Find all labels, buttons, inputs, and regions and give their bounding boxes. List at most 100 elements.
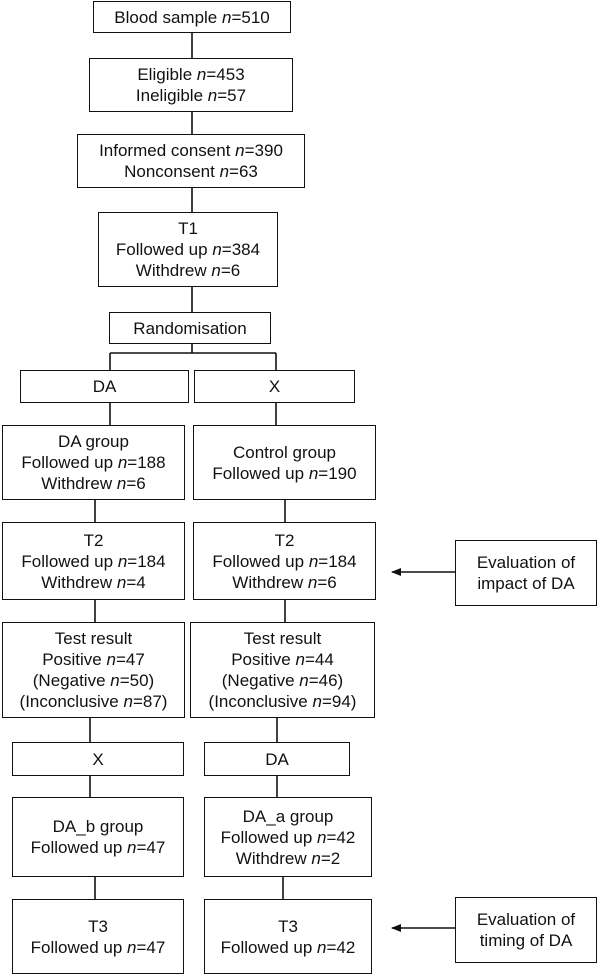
n-symbol: n <box>116 474 127 493</box>
box-line: Randomisation <box>133 318 246 339</box>
box-text: =47 <box>136 838 166 857</box>
box-line: DA <box>265 749 289 770</box>
da-after-test-box: DA <box>204 742 350 776</box>
box-line: timing of DA <box>480 930 573 951</box>
box-text: =46) <box>308 671 344 690</box>
box-text: =6 <box>126 474 146 493</box>
box-text: DA <box>92 377 117 396</box>
box-text: =57 <box>217 86 247 105</box>
box-line: DA group <box>58 431 129 452</box>
box-text: Test result <box>243 629 322 648</box>
randomisation-box: Randomisation <box>109 312 271 344</box>
box-line: impact of DA <box>477 573 574 594</box>
box-line: Blood sample n=510 <box>114 7 270 28</box>
n-symbol: n <box>127 838 137 857</box>
box-line: DA_a group <box>243 806 334 827</box>
box-line: Followed up n=47 <box>31 937 166 958</box>
box-text: =188 <box>127 453 166 472</box>
n-symbol: n <box>110 671 120 690</box>
box-text: (Inconclusive <box>19 692 124 711</box>
box-text: Informed consent <box>99 141 236 160</box>
box-line: Followed up n=384 <box>116 239 260 260</box>
n-symbol: n <box>106 650 116 669</box>
box-line: Evaluation of <box>477 552 575 573</box>
box-text: impact of DA <box>477 574 575 593</box>
box-text: Positive <box>231 650 296 669</box>
box-text: =2 <box>320 848 341 868</box>
box-text: T2 <box>83 530 104 550</box>
box-text: =184 <box>318 551 357 571</box>
box-text: timing of DA <box>479 931 573 950</box>
box-text: =42 <box>326 937 356 957</box>
box-text: =6 <box>317 572 337 592</box>
box-text: Followed up <box>30 838 128 857</box>
box-text: Followed up <box>220 827 318 847</box>
box-text: Withdrew <box>232 572 308 592</box>
box-line: Followed up n=190 <box>212 463 356 484</box>
n-symbol: n <box>212 240 222 259</box>
box-text: =44 <box>304 650 334 669</box>
box-text: Control group <box>232 442 336 462</box>
box-text: T2 <box>274 530 295 550</box>
box-text: =63 <box>229 162 258 181</box>
n-symbol: n <box>308 463 319 483</box>
n-symbol: n <box>312 692 322 711</box>
box-text: T3 <box>88 916 108 936</box>
n-symbol: n <box>123 692 133 711</box>
box-line: (Inconclusive n=94) <box>209 691 357 712</box>
box-text: =6 <box>220 261 241 280</box>
n-symbol: n <box>235 141 245 160</box>
n-symbol: n <box>307 572 318 592</box>
box-text: Ineligible <box>135 86 208 105</box>
box-text: Followed up <box>21 551 118 571</box>
box-text: =94) <box>321 692 357 711</box>
box-text: Nonconsent <box>124 162 220 181</box>
box-line: Test result <box>244 628 321 649</box>
box-text: (Negative <box>32 671 111 690</box>
box-line: (Inconclusive n=87) <box>20 691 168 712</box>
box-text: Followed up <box>115 240 213 259</box>
box-line: Followed up n=42 <box>221 827 356 848</box>
box-text: =453 <box>206 65 245 84</box>
box-line: (Negative n=50) <box>33 670 154 691</box>
box-line: Followed up n=47 <box>31 837 166 858</box>
box-text: =510 <box>231 7 270 27</box>
box-text: (Inconclusive <box>208 692 313 711</box>
box-line: Evaluation of <box>477 909 575 930</box>
box-text: =47 <box>136 937 166 957</box>
box-text: DA_b group <box>52 817 144 836</box>
box-line: Followed up n=188 <box>21 452 165 473</box>
box-line: Positive n=44 <box>231 649 334 670</box>
n-symbol: n <box>311 848 321 868</box>
box-text: Eligible <box>137 65 197 84</box>
x-after-test-box: X <box>12 742 184 776</box>
box-text: X <box>92 749 104 769</box>
evaluation-timing-box: Evaluation of timing of DA <box>455 897 597 963</box>
box-text: Evaluation of <box>476 910 576 929</box>
box-line: X <box>269 376 280 397</box>
box-text: Withdrew <box>235 848 312 868</box>
box-text: =42 <box>326 827 356 847</box>
n-symbol: n <box>116 572 127 592</box>
box-line: Ineligible n=57 <box>136 85 246 106</box>
box-text: Followed up <box>212 463 309 483</box>
n-symbol: n <box>196 65 207 84</box>
box-text: Followed up <box>30 937 128 957</box>
box-line: T3 <box>88 916 108 937</box>
n-symbol: n <box>127 937 137 957</box>
box-line: T2 <box>84 530 104 551</box>
box-line: Positive n=47 <box>42 649 145 670</box>
box-line: DA <box>93 376 117 397</box>
box-text: X <box>268 377 281 396</box>
box-text: =390 <box>244 141 283 160</box>
box-text: =4 <box>126 572 146 592</box>
box-line: Followed up n=42 <box>221 937 356 958</box>
